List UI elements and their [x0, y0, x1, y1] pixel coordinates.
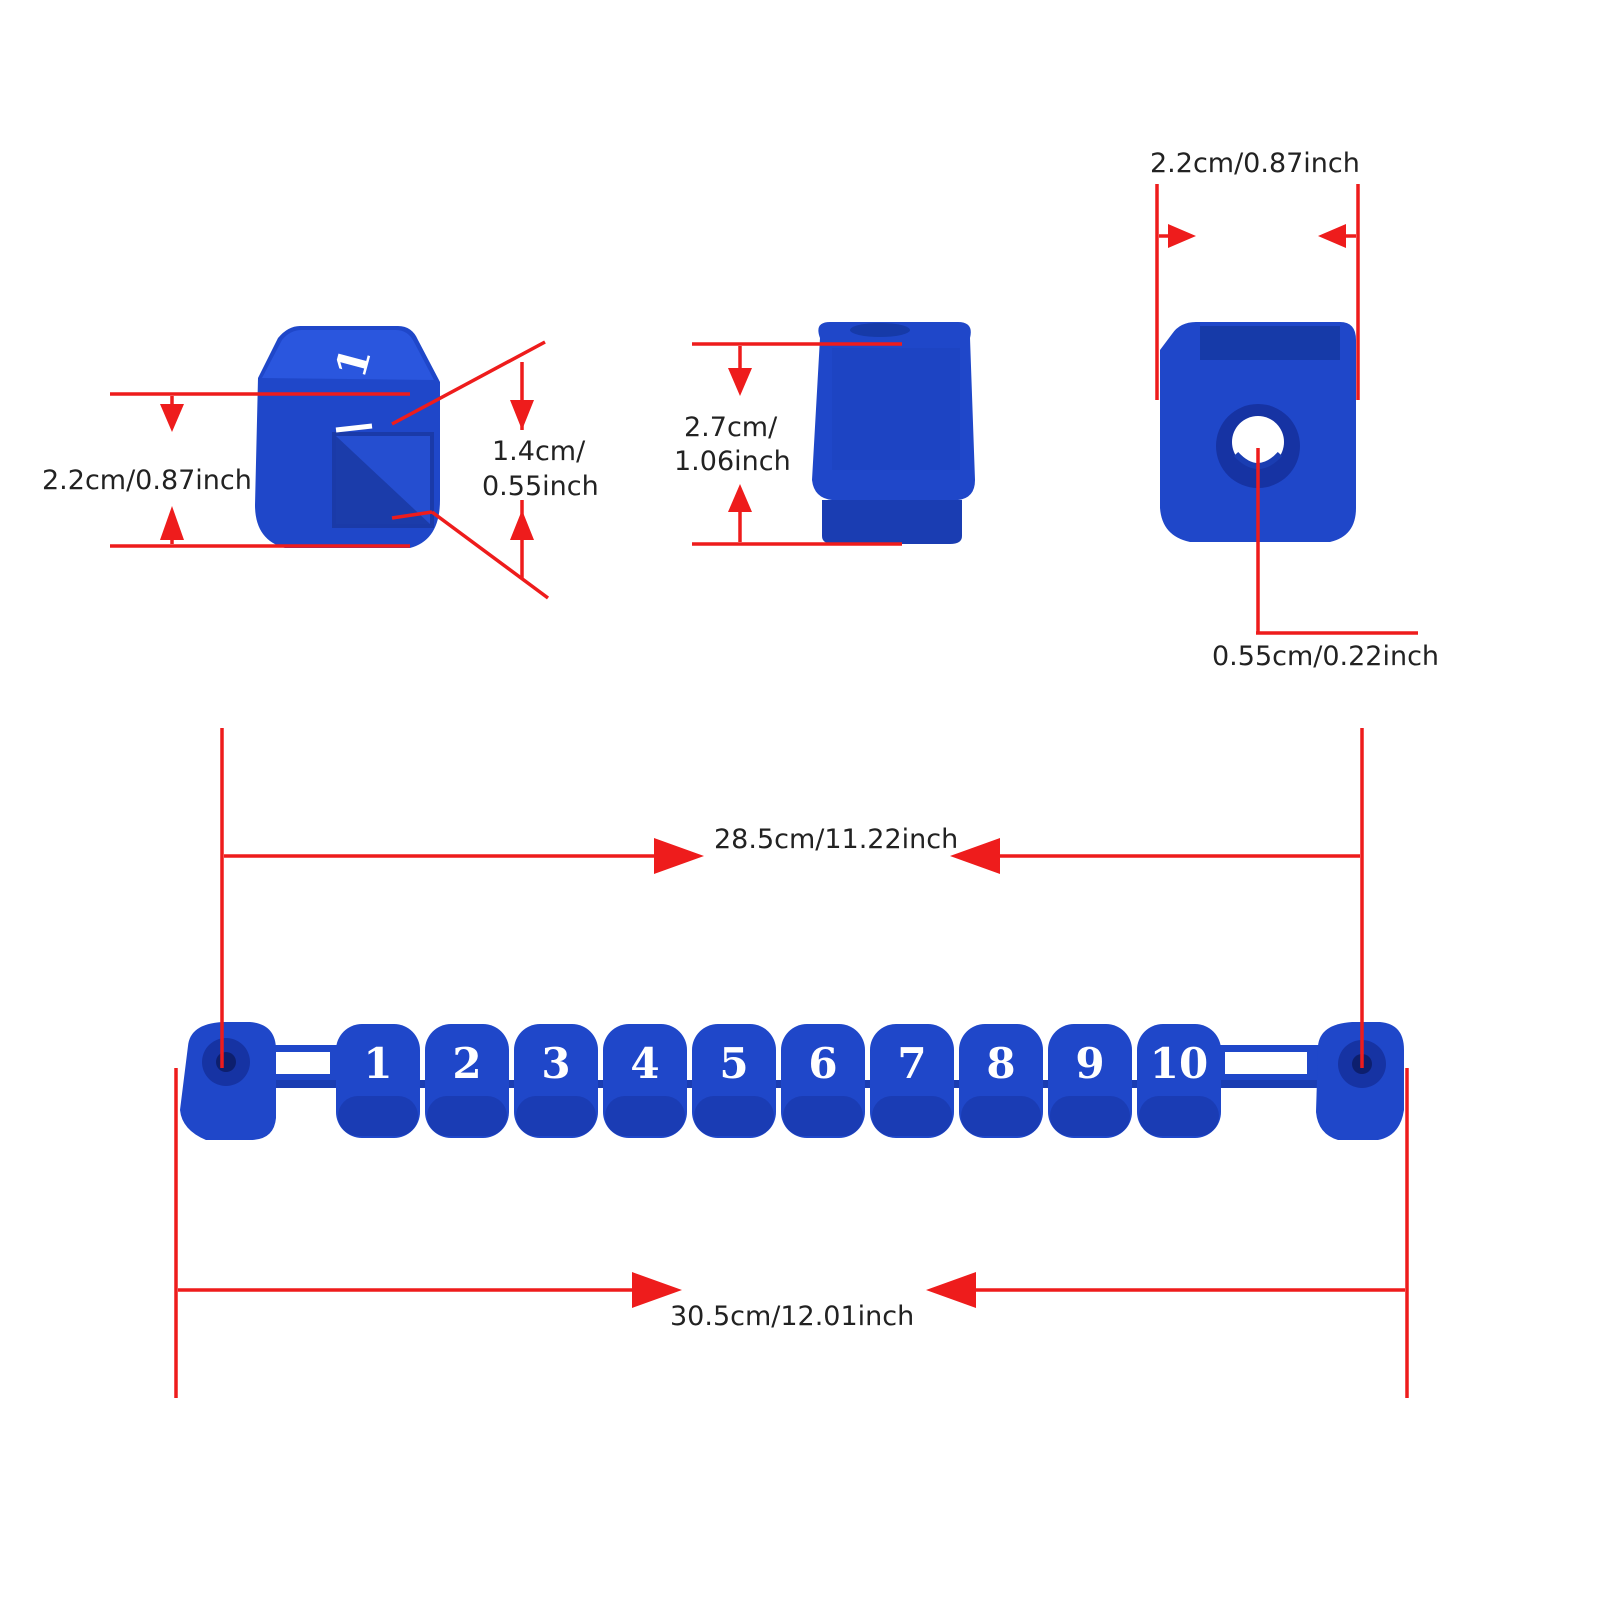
number-cube-8: 8 — [959, 1024, 1043, 1138]
cube-number-3: 3 — [541, 1039, 570, 1088]
front-height-label-line2: 1.06inch — [674, 446, 791, 477]
cube-number-2: 2 — [452, 1039, 481, 1088]
overall-length-label: 30.5cm/12.01inch — [670, 1301, 914, 1332]
cube-number-8: 8 — [986, 1039, 1015, 1088]
number-cube-5: 5 — [692, 1024, 776, 1138]
hole-dimension-0.55cm: 0.55cm/0.22inch — [1212, 448, 1439, 672]
left-end-cap — [180, 1022, 276, 1140]
cube-number-5: 5 — [719, 1039, 748, 1088]
number-cube-9: 9 — [1048, 1024, 1132, 1138]
width-dimension-2.2cm: 2.2cm/0.87inch — [1150, 148, 1360, 400]
cube-side-body: 1 — [255, 326, 440, 548]
number-cube-4: 4 — [603, 1024, 687, 1138]
number-cube-6: 6 — [781, 1024, 865, 1138]
number-cube-7: 7 — [870, 1024, 954, 1138]
number-cube-2: 2 — [425, 1024, 509, 1138]
opening-label-line2: 0.55inch — [482, 471, 599, 502]
cube-end-body — [1160, 322, 1356, 542]
front-height-label-line1: 2.7cm/ — [684, 412, 778, 443]
cube-side-view: 1 2.2cm/0.87inch 1.4cm/ 0.55inch — [42, 326, 599, 600]
opening-dimension-1.4cm: 1.4cm/ 0.55inch — [391, 340, 599, 600]
hole-label: 0.55cm/0.22inch — [1212, 641, 1439, 672]
cube-front-view: 2.7cm/ 1.06inch — [674, 322, 975, 546]
cube-number-10: 10 — [1150, 1039, 1208, 1088]
cube-number-6: 6 — [808, 1039, 837, 1088]
number-cubes: 1 2 3 4 5 6 7 8 9 10 — [336, 1024, 1221, 1138]
end-width-label: 2.2cm/0.87inch — [1150, 148, 1360, 179]
cube-number-7: 7 — [897, 1039, 926, 1088]
scoring-bar: 1 2 3 4 5 6 7 8 9 10 — [180, 1022, 1404, 1140]
height-dimension-2.2cm: 2.2cm/0.87inch — [42, 392, 410, 548]
hole-spacing-label: 28.5cm/11.22inch — [714, 824, 958, 855]
height-dimension-2.7cm: 2.7cm/ 1.06inch — [674, 342, 902, 546]
cube-side-height-label: 2.2cm/0.87inch — [42, 465, 252, 496]
cube-number-1: 1 — [363, 1039, 392, 1088]
cube-end-view: 2.2cm/0.87inch 0.55cm/0.22inch — [1150, 148, 1439, 672]
number-cube-3: 3 — [514, 1024, 598, 1138]
overall-length-dimension: 30.5cm/12.01inch — [174, 1068, 1409, 1398]
opening-label-line1: 1.4cm/ — [492, 436, 586, 467]
cube-front-body — [812, 322, 975, 544]
number-cube-10: 10 — [1137, 1024, 1221, 1138]
hole-spacing-dimension: 28.5cm/11.22inch — [220, 728, 1364, 1068]
number-cube-1: 1 — [336, 1024, 420, 1138]
right-end-cap — [1316, 1022, 1404, 1140]
cube-number-9: 9 — [1075, 1039, 1104, 1088]
cube-number-4: 4 — [630, 1039, 659, 1088]
